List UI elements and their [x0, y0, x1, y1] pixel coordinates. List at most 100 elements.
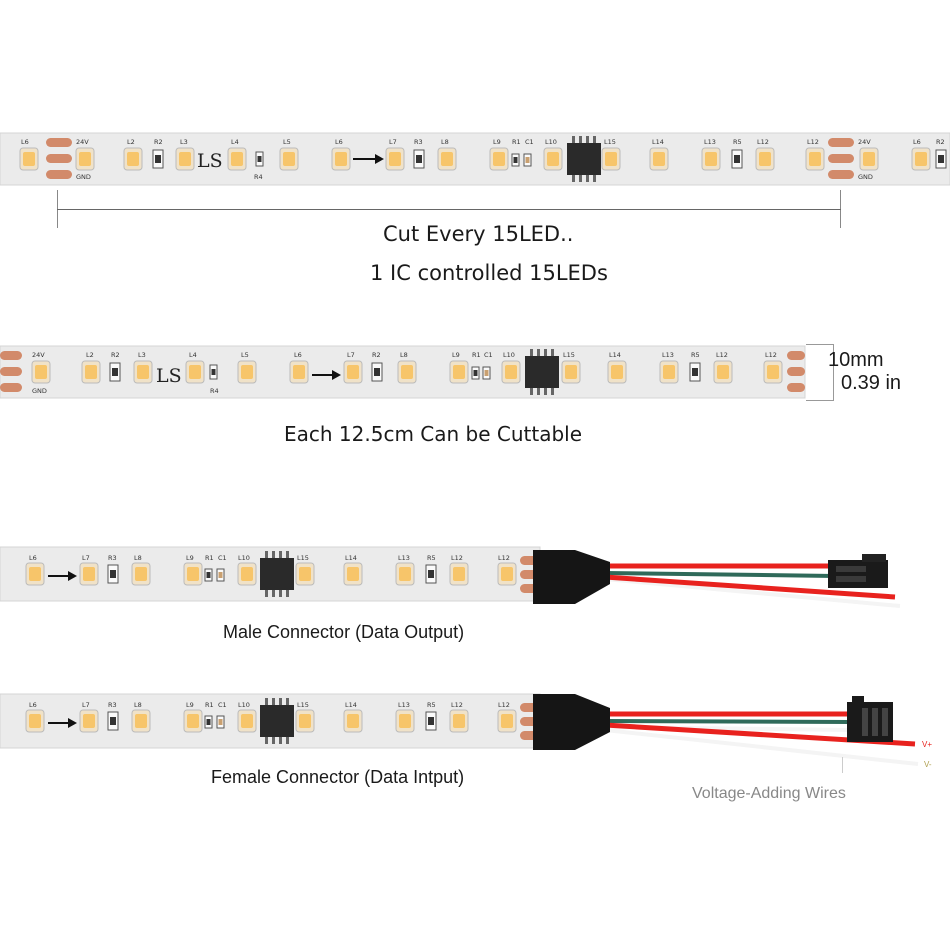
led-row [25, 709, 517, 733]
width-mm-label: 10mm [828, 349, 884, 371]
led-row [25, 562, 517, 586]
led-strip-full: LS L6 24V GND L2 R2 L3 L4 R4 L5 L6 L7 R3… [0, 132, 950, 186]
component-label: R3 [414, 138, 423, 146]
width-line [833, 344, 834, 401]
female-connector-caption: Female Connector (Data Intput) [211, 767, 465, 787]
component-label: L13 [662, 351, 674, 359]
led-strip-segment: LS 24V GND L2 R2 L3 L4 R4 L5 L6 L7 R2 L8… [0, 345, 806, 399]
v-minus-label: V- [924, 760, 932, 769]
component-label: R1 [512, 138, 521, 146]
cuttable-caption: Each 12.5cm Can be Cuttable [284, 422, 583, 446]
data-direction-arrow [48, 571, 77, 581]
component-label: L8 [441, 138, 449, 146]
heatshrink-sleeve [533, 550, 610, 604]
component-label: L6 [29, 701, 37, 709]
component-label: R5 [691, 351, 700, 359]
component-label: L9 [493, 138, 501, 146]
male-plug [828, 554, 888, 588]
component-label: L12 [765, 351, 777, 359]
component-label: L7 [82, 701, 90, 709]
led-row [19, 147, 931, 171]
component-label: L14 [345, 701, 357, 709]
component-label: L6 [294, 351, 302, 359]
component-label: R1 [205, 701, 214, 709]
width-in-label: 0.39 in [841, 372, 902, 394]
resistors [107, 564, 437, 584]
component-label: L4 [189, 351, 197, 359]
data-direction-arrow [48, 718, 77, 728]
component-label: L8 [134, 701, 142, 709]
component-label: L10 [545, 138, 557, 146]
width-tick-top [806, 344, 834, 345]
component-label: 24V [76, 138, 89, 146]
cut-every-caption: Cut Every 15LED.. [383, 222, 574, 246]
brand-mark: LS [156, 365, 182, 387]
component-label: R2 [936, 138, 945, 146]
brand-mark: LS [197, 150, 223, 172]
component-label: L12 [716, 351, 728, 359]
component-label: C1 [525, 138, 534, 146]
component-label: L9 [452, 351, 460, 359]
heatshrink-sleeve [533, 694, 610, 750]
component-label: L14 [652, 138, 664, 146]
component-label: L6 [29, 554, 37, 562]
component-label: L12 [498, 554, 510, 562]
component-label: L13 [704, 138, 716, 146]
led-row [31, 360, 783, 384]
ic-controlled-caption: 1 IC controlled 15LEDs [370, 261, 608, 285]
component-label: R5 [427, 554, 436, 562]
component-label: L13 [398, 701, 410, 709]
resistors [152, 149, 947, 169]
cut-pads-left [0, 351, 22, 392]
voltage-wires-leader [842, 757, 843, 773]
component-label: L15 [297, 554, 309, 562]
component-label: L3 [180, 138, 188, 146]
component-label: L9 [186, 701, 194, 709]
component-label: GND [76, 173, 91, 181]
component-label: L4 [231, 138, 239, 146]
component-label: R3 [108, 554, 117, 562]
component-label: L12 [451, 554, 463, 562]
component-label: L13 [398, 554, 410, 562]
ic-chip [260, 698, 294, 744]
component-label: R2 [372, 351, 381, 359]
component-label: R5 [733, 138, 742, 146]
ic-chip [525, 349, 559, 395]
component-label: GND [858, 173, 873, 181]
component-label: C1 [218, 554, 227, 562]
component-label: GND [32, 387, 47, 395]
component-label: L15 [604, 138, 616, 146]
component-label: R2 [154, 138, 163, 146]
component-label: L2 [127, 138, 135, 146]
component-label: C1 [484, 351, 493, 359]
ic-chip [260, 551, 294, 597]
component-label: L2 [86, 351, 94, 359]
connector-wires [604, 563, 901, 608]
component-label: L15 [297, 701, 309, 709]
component-label: L12 [807, 138, 819, 146]
component-label: 24V [858, 138, 871, 146]
male-connector-caption: Male Connector (Data Output) [223, 622, 465, 642]
component-label: L3 [138, 351, 146, 359]
component-label: L7 [82, 554, 90, 562]
component-label: L12 [451, 701, 463, 709]
component-label: L12 [498, 701, 510, 709]
component-label: 24V [32, 351, 45, 359]
ic-chip [567, 136, 601, 182]
v-plus-label: V+ [922, 740, 932, 749]
female-plug [847, 696, 893, 742]
component-label: L10 [238, 554, 250, 562]
resistors [107, 711, 437, 731]
cut-pads-right [828, 138, 854, 179]
cut-bracket-line [57, 209, 841, 210]
component-label: L5 [241, 351, 249, 359]
component-label: R3 [108, 701, 117, 709]
component-label: R2 [111, 351, 120, 359]
component-label: L7 [389, 138, 397, 146]
component-label: L14 [345, 554, 357, 562]
component-label: L6 [21, 138, 29, 146]
data-direction-arrow [353, 154, 384, 164]
component-label: L8 [400, 351, 408, 359]
resistors [109, 362, 701, 382]
component-label: L15 [563, 351, 575, 359]
